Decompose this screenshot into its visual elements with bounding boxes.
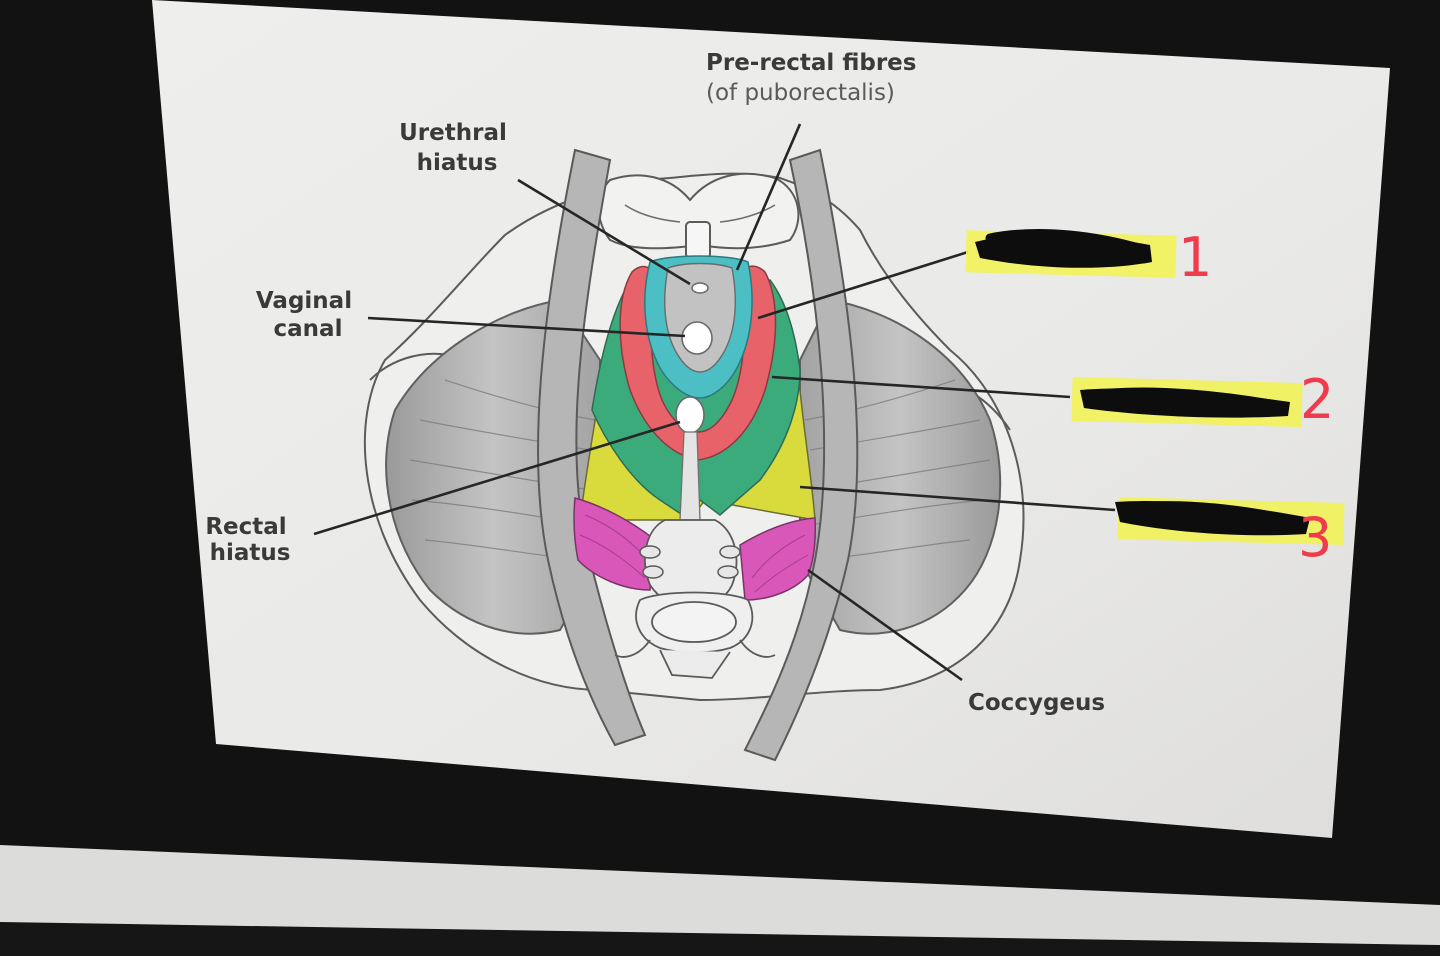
urethral-opening [691,282,709,294]
leader-2 [771,375,1071,399]
label-urethral-line2: hiatus [417,150,498,176]
label-pre-rectal-subtitle: (of puborectalis) [706,80,895,106]
leader-pre-rectal [735,123,802,271]
leader-rectal [313,420,681,536]
number-1: 1 [1178,226,1212,289]
coccygeus-muscle-right [739,517,816,601]
marker-scribble-3 [1115,500,1310,536]
label-urethral-line1: Urethral [399,120,507,146]
leader-vaginal [367,316,686,338]
tendinous-arch-left [537,148,647,747]
label-vaginal-line1: Vaginal [256,288,352,314]
leader-3 [799,485,1116,512]
coccygeus-muscle-left [573,497,656,591]
diagram-labels: Pre-rectal fibres (of puborectalis) Uret… [205,50,1105,716]
leader-lines [313,123,1116,682]
vaginal-opening [681,321,713,355]
label-vaginal-line2: canal [274,316,343,342]
label-pre-rectal-title: Pre-rectal fibres [706,50,916,76]
redacted-answers [965,229,1345,545]
leader-urethral [517,178,691,286]
label-coccygeus: Coccygeus [968,690,1105,716]
handwritten-numbers: 1 2 3 [1178,226,1334,569]
label-rectal-line1: Rectal [205,514,286,540]
tendinous-arch-right [743,148,859,762]
leader-coccygeus [807,568,963,682]
rectal-opening [675,396,705,434]
number-2: 2 [1300,368,1334,431]
number-3: 3 [1298,506,1332,569]
label-rectal-line2: hiatus [210,540,291,566]
leader-1 [757,250,969,320]
